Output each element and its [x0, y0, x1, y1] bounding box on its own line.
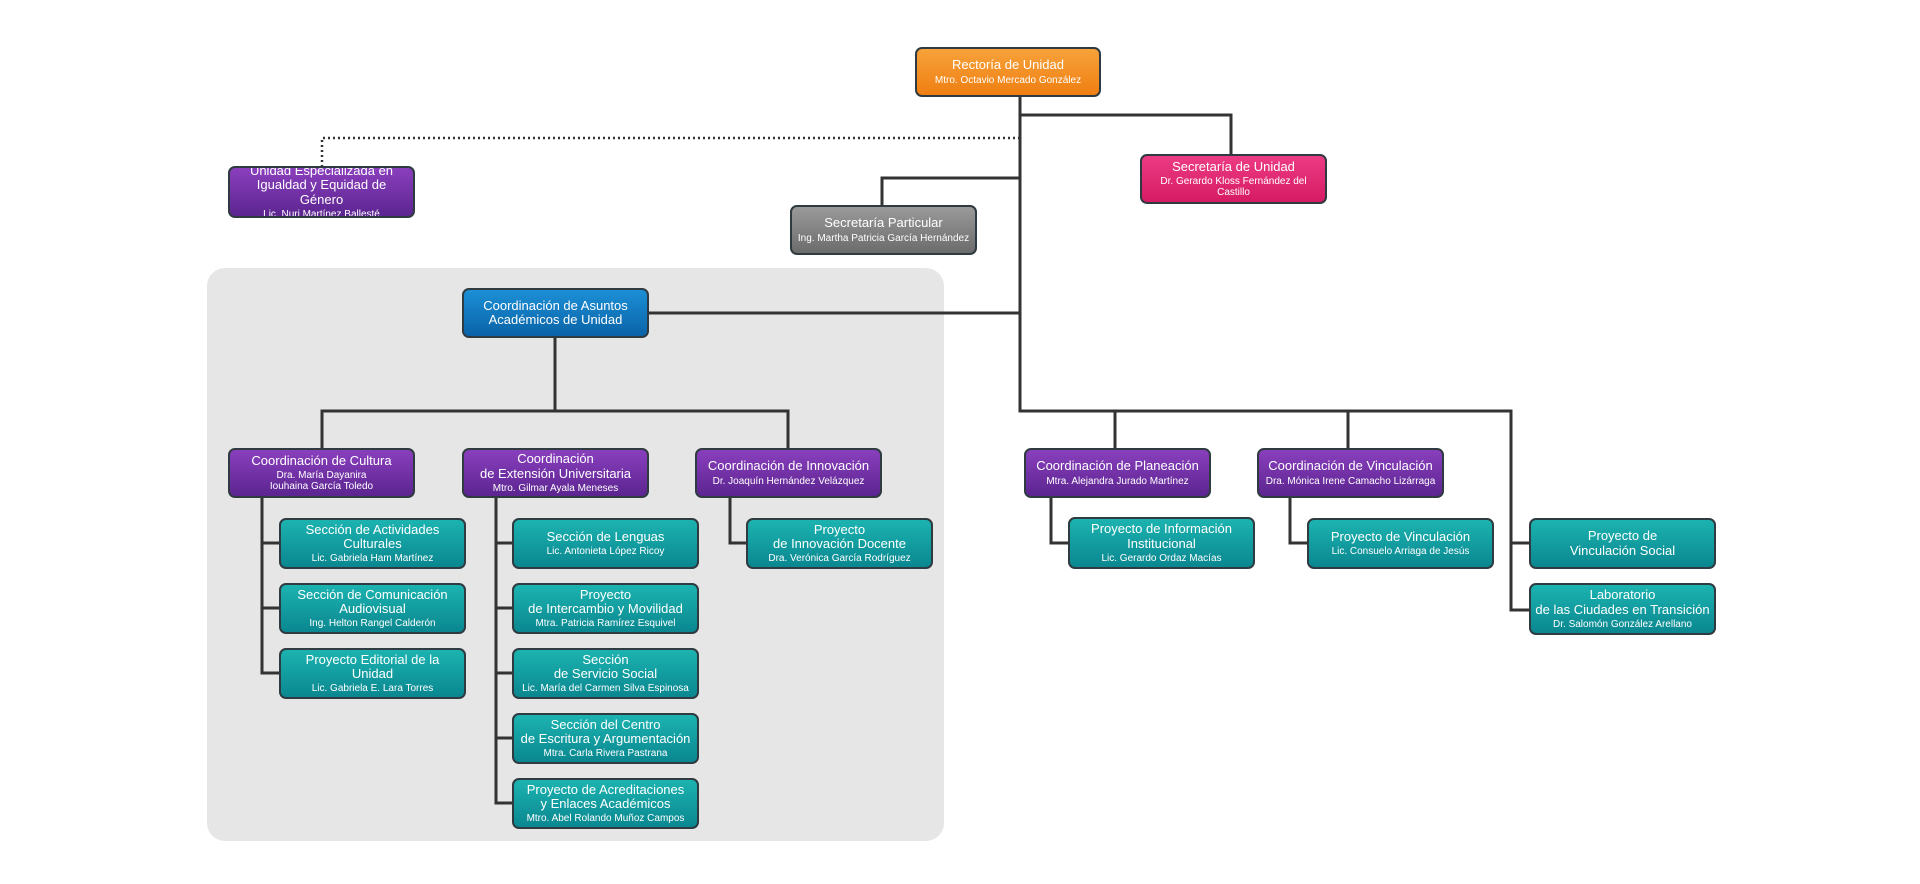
node-title: Proyecto de Información Institucional: [1091, 521, 1232, 551]
node-title: Proyecto Editorial de la Unidad: [305, 651, 440, 681]
node-title: Secretaría Particular: [824, 215, 943, 231]
node-title: Sección de Comunicación Audiovisual: [297, 586, 448, 616]
node-person: Mtro. Octavio Mercado González: [934, 74, 1082, 86]
node-title: Unidad Especializada en Igualdad y Equid…: [249, 166, 394, 207]
node-proy-vinc-social: Proyecto de Vinculación Social: [1529, 518, 1716, 569]
node-title: Proyecto de Intercambio y Movilidad: [528, 586, 683, 616]
node-person: Lic. María del Carmen Silva Espinosa: [522, 683, 689, 695]
node-person: Lic. Consuelo Arriaga de Jesús: [1331, 546, 1470, 558]
node-coord-vinculacion: Coordinación de Vinculación Dra. Mónica …: [1257, 448, 1444, 498]
node-person: Lic. Gabriela E. Lara Torres: [311, 683, 434, 695]
node-proy-vinculacion: Proyecto de Vinculación Lic. Consuelo Ar…: [1307, 518, 1494, 569]
node-person: Mtro. Gilmar Ayala Meneses: [492, 482, 619, 494]
node-person: Dra. Verónica García Rodríguez: [768, 553, 911, 565]
node-person: Dra. Mónica Irene Camacho Lizárraga: [1265, 475, 1436, 487]
connector-right-bus: [1018, 409, 1532, 612]
node-title: Coordinación de Cultura: [251, 452, 392, 468]
node-title: Coordinación de Extensión Universitaria: [479, 451, 632, 481]
node-sec-escritura: Sección del Centro de Escritura y Argume…: [512, 713, 699, 764]
node-secretaria-unidad: Secretaría de Unidad Dr. Gerardo Kloss F…: [1140, 154, 1327, 204]
node-title: Sección de Lenguas: [546, 528, 665, 544]
node-coord-planeacion: Coordinación de Planeación Mtra. Alejand…: [1024, 448, 1211, 498]
node-person: Lic. Nuri Martínez Ballesté: [263, 208, 380, 218]
node-title: Coordinación de Innovación: [707, 458, 870, 474]
node-proy-acreditaciones: Proyecto de Acreditaciones y Enlaces Aca…: [512, 778, 699, 829]
node-person: Mtra. Carla Rivera Pastrana: [543, 748, 668, 760]
node-title: Coordinación de Asuntos Académicos de Un…: [483, 297, 628, 327]
node-title: Proyecto de Vinculación: [1330, 528, 1471, 544]
node-person: Dr. Gerardo Kloss Fernández del Castillo: [1160, 176, 1307, 199]
node-person: Lic. Gabriela Ham Martínez: [311, 553, 434, 565]
node-title: Proyecto de Vinculación Social: [1569, 528, 1676, 558]
node-proy-innovacion: Proyecto de Innovación Docente Dra. Veró…: [746, 518, 933, 569]
node-title: Proyecto de Innovación Docente: [773, 521, 906, 551]
node-sec-servicio: Sección de Servicio Social Lic. María de…: [512, 648, 699, 699]
connector-extension-bus: [494, 495, 515, 805]
node-title: Sección de Servicio Social: [553, 651, 658, 681]
node-proy-intercambio: Proyecto de Intercambio y Movilidad Mtra…: [512, 583, 699, 634]
node-title: Proyecto de Acreditaciones y Enlaces Aca…: [526, 781, 685, 811]
node-title: Coordinación de Vinculación: [1268, 458, 1433, 474]
node-sec-lenguas: Sección de Lenguas Lic. Antonieta López …: [512, 518, 699, 569]
node-person: Mtro. Abel Rolando Muñoz Campos: [526, 813, 685, 825]
node-coord-cultura: Coordinación de Cultura Dra. María Dayan…: [228, 448, 415, 498]
connector-secretaria-particular: [880, 176, 1022, 207]
connector-proy-innovacion: [728, 495, 749, 545]
connector-genero-dotted: [320, 136, 1020, 166]
node-sec-comunicacion: Sección de Comunicación Audiovisual Ing.…: [279, 583, 466, 634]
node-coord-innovacion: Coordinación de Innovación Dr. Joaquín H…: [695, 448, 882, 498]
connector-academic-bus: [320, 409, 790, 450]
node-person: Mtra. Patricia Ramírez Esquivel: [535, 618, 676, 630]
connector-secretaria-unidad: [1018, 113, 1233, 156]
node-coord-academicos: Coordinación de Asuntos Académicos de Un…: [462, 288, 649, 338]
connector-cultura-bus: [260, 495, 282, 675]
node-sec-actividades: Sección de Actividades Culturales Lic. G…: [279, 518, 466, 569]
node-person: Lic. Gerardo Ordaz Macías: [1101, 552, 1222, 564]
node-title: Secretaría de Unidad: [1172, 158, 1295, 174]
node-title: Coordinación de Planeación: [1036, 458, 1199, 474]
node-rectoria: Rectoría de Unidad Mtro. Octavio Mercado…: [915, 47, 1101, 97]
node-person: Dr. Salomón González Arellano: [1553, 618, 1692, 630]
node-person: Ing. Helton Rangel Calderón: [309, 618, 436, 630]
node-title: Sección del Centro de Escritura y Argume…: [520, 716, 691, 746]
node-person: Mtra. Alejandra Jurado Martínez: [1046, 475, 1189, 487]
node-secretaria-particular: Secretaría Particular Ing. Martha Patric…: [790, 205, 977, 255]
node-person: Dr. Joaquín Hernández Velázquez: [712, 475, 865, 487]
node-title: Sección de Actividades Culturales: [305, 521, 440, 551]
node-unidad-genero: Unidad Especializada en Igualdad y Equid…: [228, 166, 415, 218]
node-person: Lic. Antonieta López Ricoy: [546, 546, 665, 558]
node-coord-extension: Coordinación de Extensión Universitaria …: [462, 448, 649, 498]
connector-proy-vinculacion: [1288, 495, 1310, 545]
connector-proy-info: [1049, 495, 1071, 545]
node-lab-ciudades: Laboratorio de las Ciudades en Transició…: [1529, 583, 1716, 635]
node-title: Rectoría de Unidad: [951, 57, 1064, 73]
node-person: Dra. María Dayanira Iouhaina García Tole…: [269, 470, 374, 493]
node-proy-info: Proyecto de Información Institucional Li…: [1068, 517, 1255, 569]
node-title: Laboratorio de las Ciudades en Transició…: [1535, 587, 1710, 617]
node-proy-editorial: Proyecto Editorial de la Unidad Lic. Gab…: [279, 648, 466, 699]
node-person: Ing. Martha Patricia García Hernández: [797, 232, 970, 244]
